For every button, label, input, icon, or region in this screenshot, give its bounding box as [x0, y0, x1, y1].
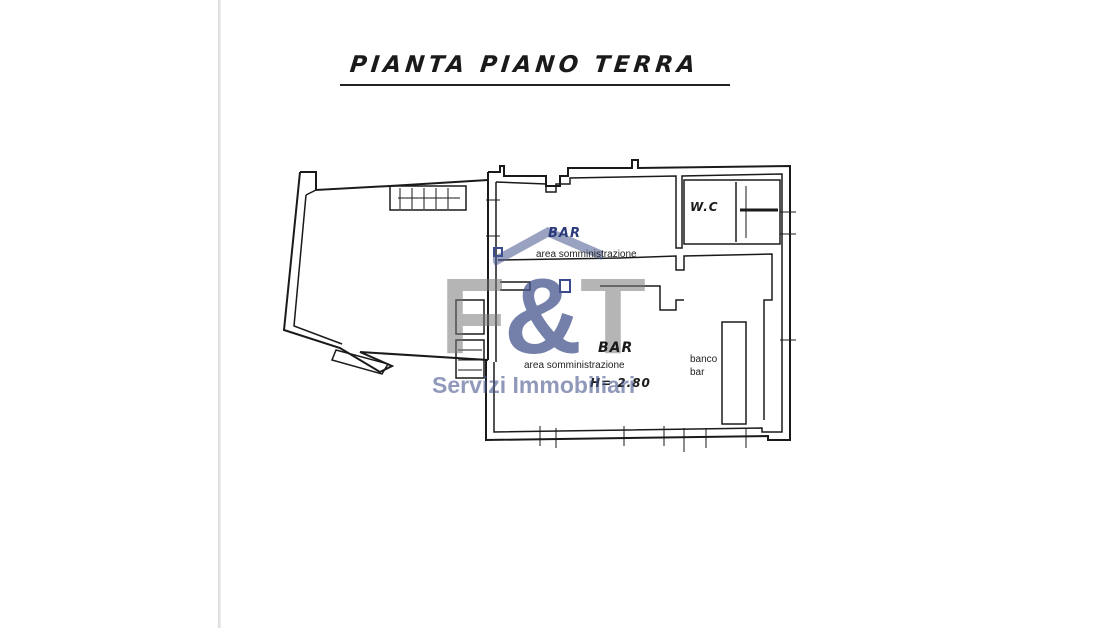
- counter-label-line1: banco: [690, 354, 718, 365]
- watermark-letter-t: T: [579, 255, 646, 376]
- counter-label-line2: bar: [690, 367, 705, 378]
- wall-openings: [486, 199, 796, 452]
- room-label-wc: W.C: [690, 200, 719, 214]
- watermark-ampersand: &: [503, 255, 582, 376]
- watermark-letter-f: F: [440, 255, 506, 376]
- watermark-tagline: Servizi Immobiliari: [432, 372, 636, 398]
- room-label-bar-upper: BAR: [548, 226, 581, 241]
- bar-counter: [721, 321, 747, 425]
- room-area-bar-lower: area somministrazione: [524, 360, 625, 371]
- stairs: [389, 185, 467, 211]
- watermark-roof-icon: [493, 226, 603, 266]
- page-edge-shadow: [218, 0, 221, 628]
- room-label-bar-lower: BAR: [598, 340, 634, 356]
- title-underline: [340, 84, 730, 86]
- main-outer-walls: [485, 159, 791, 442]
- left-service-boxes: [455, 299, 485, 379]
- left-blank-strip: [0, 0, 218, 628]
- interior-partitions: [493, 247, 773, 420]
- room-height-label: H= 2.80: [590, 376, 651, 390]
- watermark-logo: F&T: [440, 262, 646, 370]
- courtyard-outline: [282, 171, 489, 375]
- room-area-bar-upper: area somministrazione: [536, 249, 637, 260]
